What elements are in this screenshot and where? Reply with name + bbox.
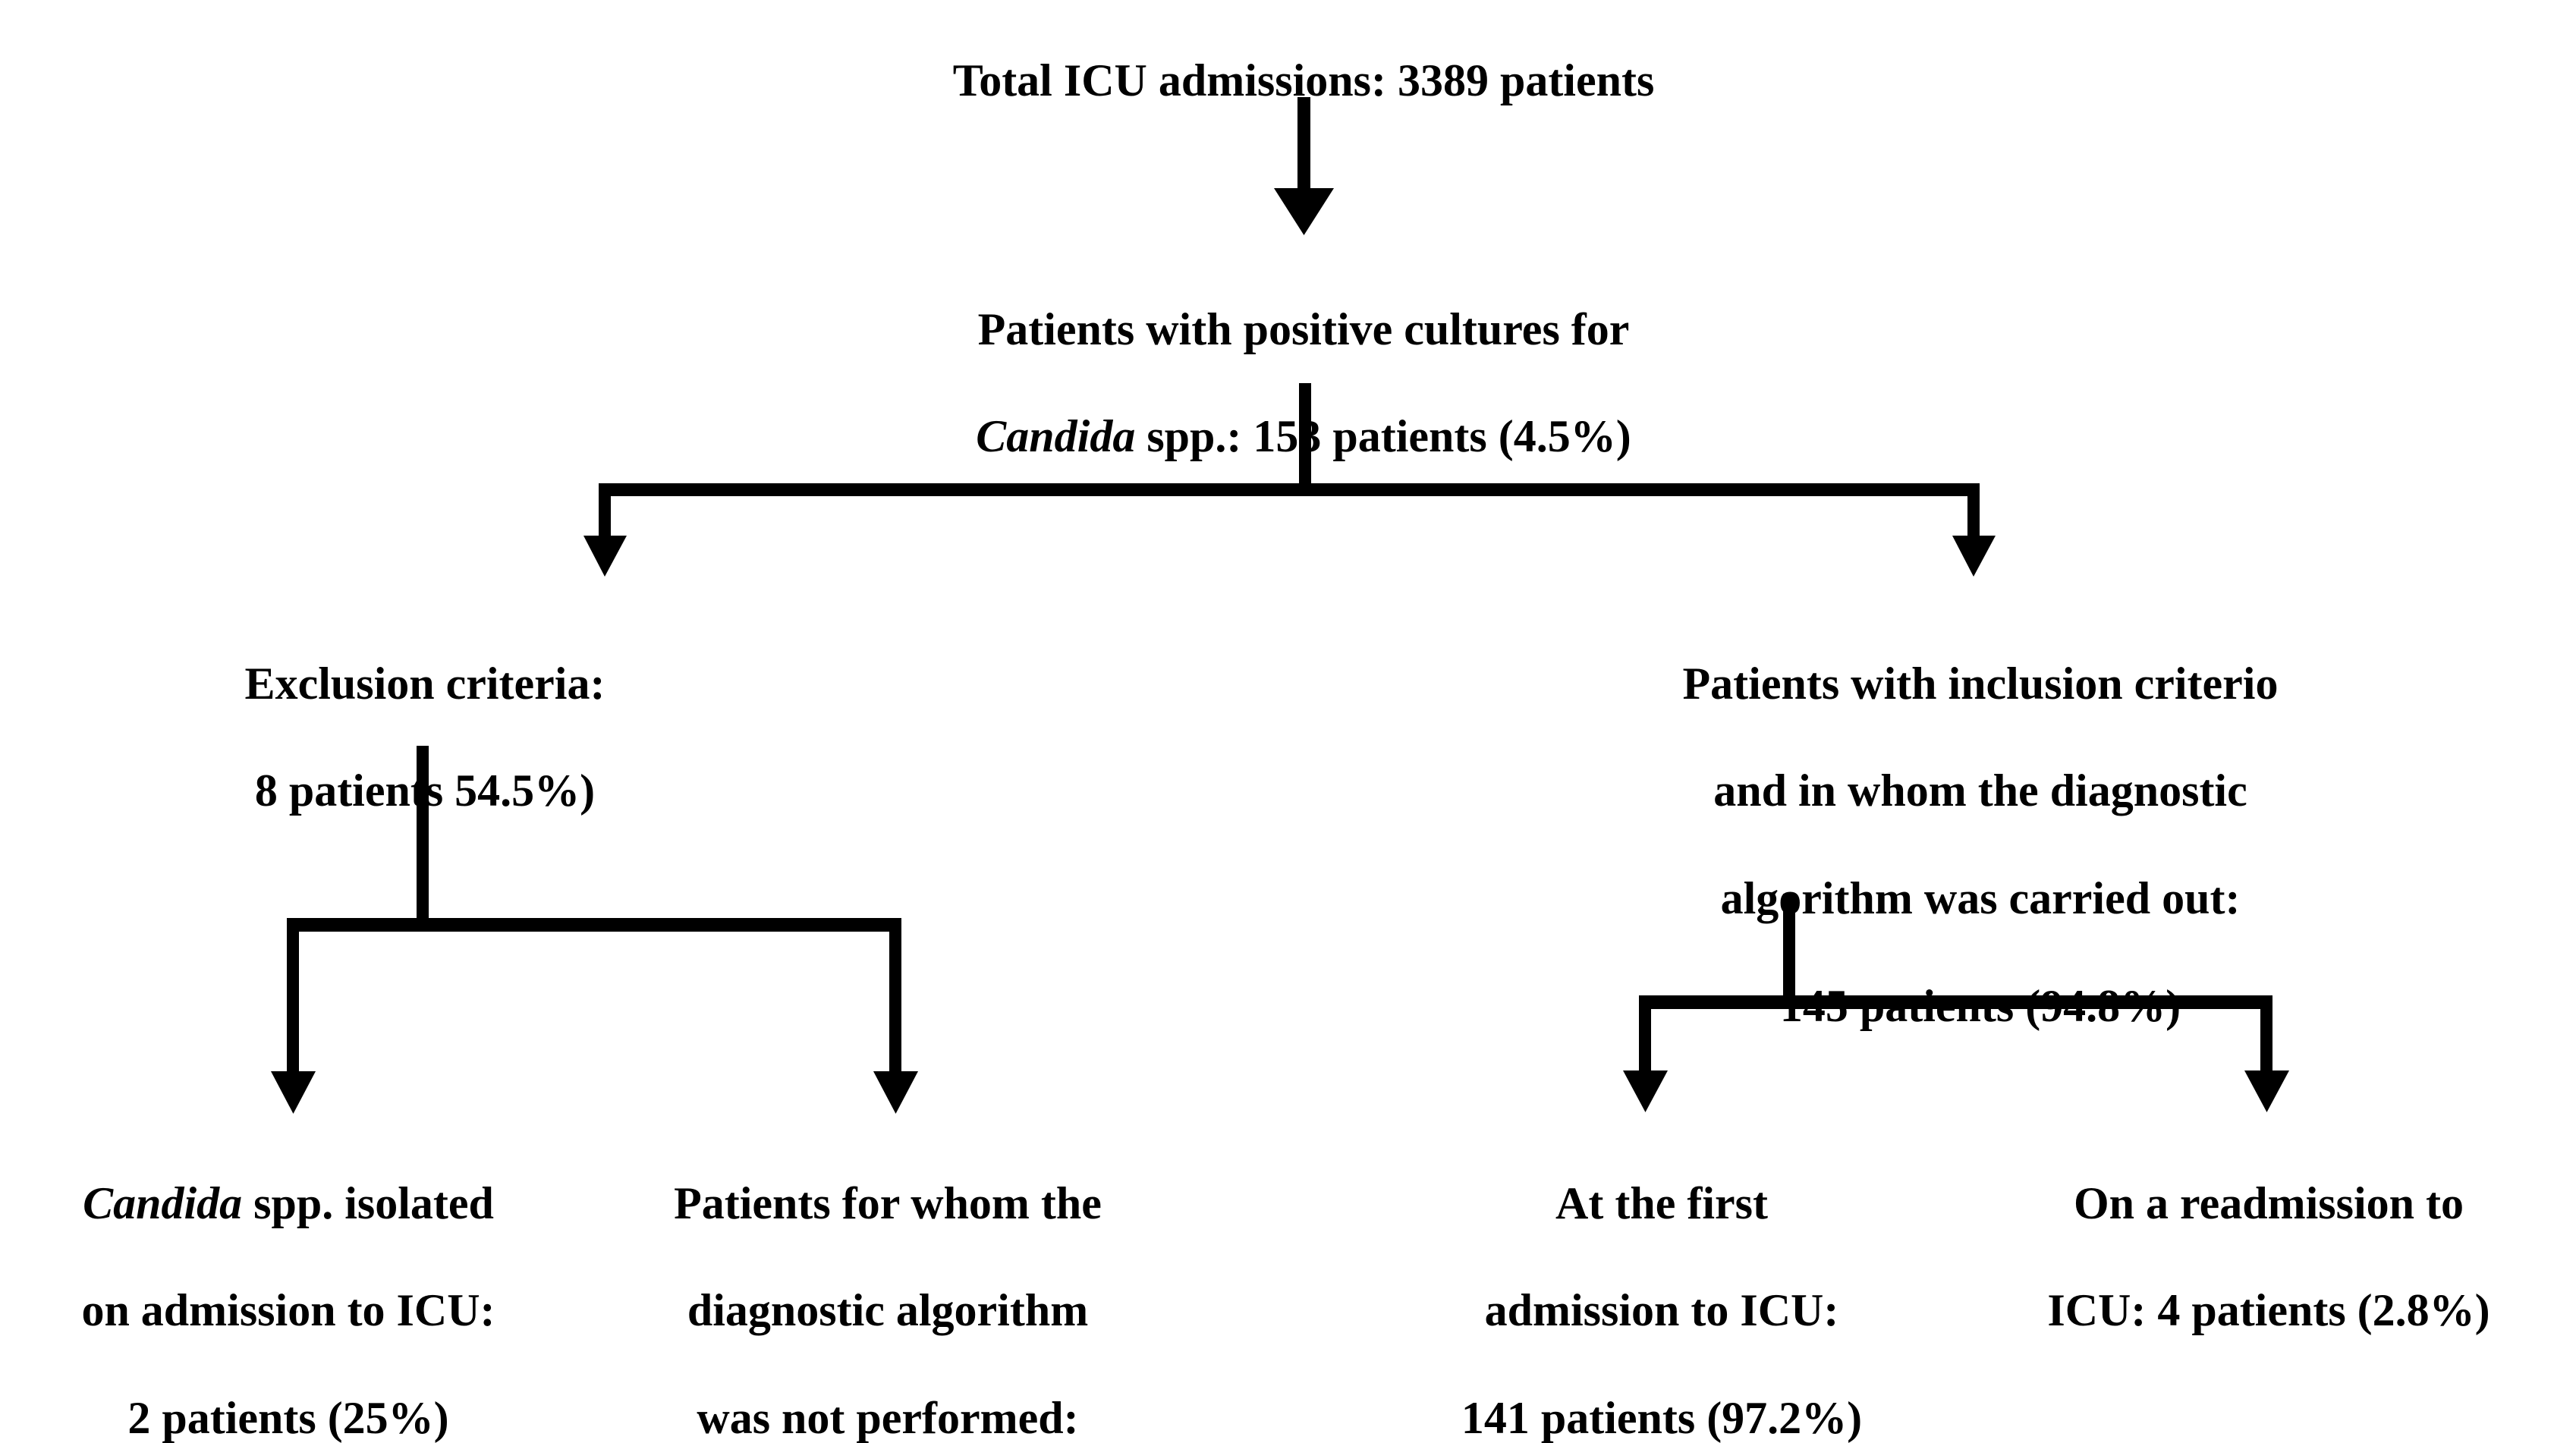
edge-total-to-positive: [1274, 97, 1334, 235]
node-algorithm-not-performed-line-1: Patients for whom the: [674, 1177, 1102, 1228]
node-algorithm-not-performed-line-2: diagnostic algorithm: [687, 1285, 1089, 1336]
node-positive-cultures: Patients with positive cultures for Cand…: [681, 249, 1926, 517]
node-inclusion-criteria-line-1: Patients with inclusion criterio: [1682, 658, 2279, 709]
node-total-admissions: Total ICU admissions: 3389 patients: [666, 0, 1941, 161]
node-candida-on-admission-line-1: Candida spp. isolated: [0, 1177, 577, 1231]
node-candida-on-admission: Candida spp. isolated on admission to IC…: [0, 1123, 577, 1443]
species-name-italic: Candida: [83, 1177, 243, 1228]
node-positive-cultures-line-2-rest: spp.: 153 patients (4.5%): [1135, 411, 1631, 462]
node-inclusion-criteria-line-2: and in whom the diagnostic: [1713, 766, 2247, 816]
node-inclusion-criteria-line-3: algorithm was carried out:: [1720, 872, 2241, 923]
edge-inclusion-split: [1623, 894, 2289, 1112]
node-first-admission-line-2: admission to ICU:: [1484, 1285, 1839, 1336]
node-readmission-line-2: ICU: 4 patients (2.8%): [2047, 1285, 2490, 1336]
node-candida-on-admission-line-2: on admission to ICU:: [81, 1285, 495, 1336]
node-algorithm-not-performed: Patients for whom the diagnostic algorit…: [599, 1123, 1176, 1443]
node-exclusion-criteria-line-2: 8 patients 54.5%): [254, 766, 596, 816]
node-total-admissions-line-1: Total ICU admissions: 3389 patients: [952, 55, 1655, 105]
edge-positive-split: [583, 383, 1996, 577]
species-name-italic: Candida: [976, 411, 1136, 462]
node-readmission: On a readmission to ICU: 4 patients (2.8…: [1965, 1123, 2572, 1391]
node-algorithm-not-performed-line-3: was not performed:: [697, 1392, 1079, 1443]
node-exclusion-criteria-line-1: Exclusion criteria:: [244, 658, 605, 709]
node-first-admission: At the first admission to ICU: 141 patie…: [1373, 1123, 1950, 1443]
node-candida-on-admission-line-1-rest: spp. isolated: [242, 1177, 494, 1228]
node-first-admission-line-1: At the first: [1555, 1177, 1768, 1228]
node-inclusion-criteria: Patients with inclusion criterio and in …: [1502, 603, 2458, 1086]
edge-exclusion-split: [271, 746, 918, 1114]
node-first-admission-line-3: 141 patients (97.2%): [1461, 1392, 1863, 1443]
node-inclusion-criteria-line-4: 145 patients (94.8%): [1779, 980, 2181, 1031]
node-positive-cultures-line-2: Candida spp.: 153 patients (4.5%): [681, 410, 1926, 464]
node-readmission-line-1: On a readmission to: [2074, 1177, 2464, 1228]
node-candida-on-admission-line-3: 2 patients (25%): [127, 1392, 449, 1443]
node-positive-cultures-line-1: Patients with positive cultures for: [977, 303, 1630, 354]
node-exclusion-criteria: Exclusion criteria: 8 patients 54.5%): [137, 603, 713, 872]
